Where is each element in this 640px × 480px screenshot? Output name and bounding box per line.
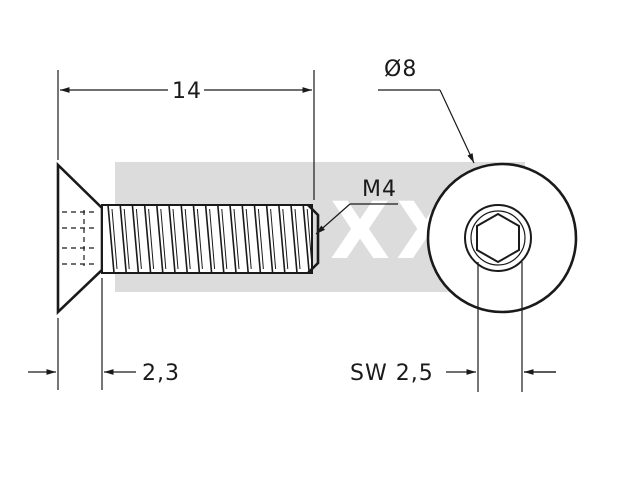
- thread-crest: [180, 204, 188, 274]
- thread-root: [245, 208, 252, 270]
- length-label: 14: [172, 79, 202, 104]
- thread-crest: [192, 204, 201, 274]
- thread-root: [306, 208, 313, 270]
- socket-hidden-lines: [62, 210, 96, 266]
- thread-root: [135, 208, 142, 270]
- thread-lines: [107, 204, 313, 274]
- screw-head: [56, 161, 104, 316]
- thread-root: [184, 208, 191, 270]
- thread-crest: [168, 204, 176, 274]
- head-height-label: 2,3: [142, 361, 180, 386]
- head-height-dimension: 2,3: [28, 278, 180, 390]
- thread-root: [209, 208, 216, 270]
- socket-size-dimension: SW 2,5: [350, 262, 556, 392]
- thread-crest: [241, 204, 249, 274]
- diameter-label: Ø8: [384, 57, 417, 82]
- thread-root: [233, 208, 240, 270]
- thread-crest: [119, 204, 127, 274]
- thread-crest: [290, 204, 298, 274]
- thread-label: M4: [362, 177, 397, 202]
- thread-root: [294, 208, 301, 270]
- thread-root: [123, 208, 130, 270]
- screw-tip: [307, 204, 320, 274]
- length-dimension: 14: [57, 70, 315, 200]
- thread-crest: [229, 204, 237, 274]
- thread-root: [257, 208, 264, 270]
- thread-root: [196, 208, 203, 270]
- socket-size-label: SW 2,5: [350, 361, 434, 386]
- side-view: [56, 161, 320, 316]
- thread-callout: M4: [315, 177, 398, 235]
- thread-crest: [131, 204, 140, 274]
- thread-crest: [143, 204, 152, 274]
- thread-root: [221, 208, 228, 270]
- thread-root: [172, 208, 179, 270]
- thread-crest: [302, 204, 310, 274]
- thread-crest: [204, 204, 213, 274]
- thread-root: [270, 208, 277, 270]
- hex-socket: [476, 212, 520, 264]
- thread-root: [160, 208, 167, 270]
- thread-root: [282, 208, 289, 270]
- thread-root: [111, 208, 118, 270]
- top-view: [426, 162, 578, 314]
- thread-crest: [107, 204, 115, 274]
- thread-crest: [217, 204, 225, 274]
- socket-inner-circle: [470, 210, 526, 266]
- thread-root: [148, 208, 155, 270]
- thread-crest: [265, 204, 274, 274]
- thread-crest: [156, 204, 164, 274]
- diameter-dimension: Ø8: [378, 57, 475, 164]
- thread-crest: [253, 204, 262, 274]
- socket-outer-circle: [464, 204, 532, 272]
- thread-crest: [278, 204, 286, 274]
